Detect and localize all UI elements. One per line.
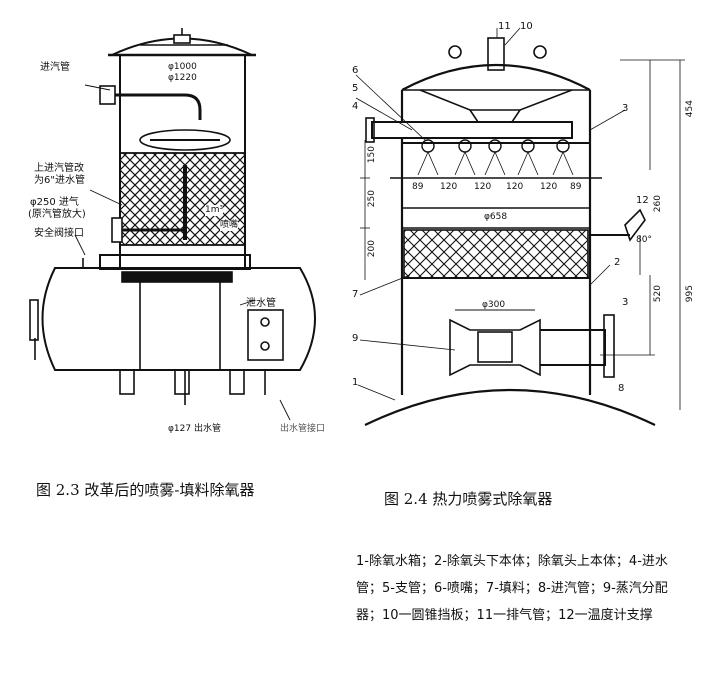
fig24-caption: 图 2.4 热力喷雾式除氧器	[384, 490, 553, 508]
fig24-num-3b: 3	[622, 297, 629, 308]
fig24-legend: 1-除氧水箱；2-除氧头下本体；除氧头上本体；4-进水管；5-支管；6-喷嘴；7…	[356, 554, 668, 623]
fig23-label-1m3: 1m³	[205, 205, 224, 216]
fig24-dim-995: 995	[685, 285, 695, 303]
fig24-dim-120d: 120	[540, 182, 558, 192]
fig24-drawing	[355, 27, 685, 426]
fig23-tank	[41, 267, 316, 371]
fig24-num-11: 11	[498, 21, 511, 32]
fig23-label-steam-inlet: 进汽管	[40, 62, 70, 73]
fig24-num-5: 5	[352, 83, 359, 94]
fig24-dim-89b: 89	[570, 182, 582, 192]
fig24-packing	[403, 229, 589, 279]
fig24-tank	[364, 388, 656, 426]
fig24-num-6: 6	[352, 65, 359, 76]
fig23-label-d250b: (原汽管放大)	[28, 209, 86, 220]
fig24-dim-d300: φ300	[482, 300, 506, 310]
fig24-num-2: 2	[614, 257, 621, 268]
fig24-dim-d658: φ658	[484, 212, 508, 222]
fig24-dim-260: 260	[653, 195, 663, 213]
fig23-label-nozzle: 喷嘴	[220, 220, 239, 231]
fig24-dim-250: 250	[367, 190, 377, 208]
fig24-num-8: 8	[618, 383, 625, 394]
fig24-dim-520: 520	[653, 285, 663, 303]
fig24-dim-200: 200	[367, 240, 377, 258]
fig24-num-7: 7	[352, 289, 359, 300]
fig23-label-safety: 安全阀接口	[34, 228, 84, 239]
fig24-dim-89a: 89	[412, 182, 424, 192]
fig24-num-9: 9	[352, 333, 359, 344]
fig24-num-4: 4	[352, 101, 359, 112]
fig23-label-drain: 泄水管	[246, 298, 276, 309]
fig23-label-d250: φ250 进气	[30, 197, 79, 208]
fig24-dim-150: 150	[367, 146, 377, 164]
fig24-dim-120a: 120	[440, 182, 458, 192]
fig23-label-upper-steam: 上进汽管改	[34, 163, 84, 174]
fig24-num-12: 12	[636, 195, 649, 206]
fig24-dim-a80: 80°	[636, 235, 652, 245]
fig23-label-d1000: φ1000	[168, 62, 197, 72]
fig23-caption: 图 2.3 改革后的喷雾-填料除氧器	[36, 481, 255, 499]
fig24-dim-120b: 120	[474, 182, 492, 192]
fig24-dim-454: 454	[685, 100, 695, 118]
fig23-drawing	[29, 28, 316, 421]
fig23-label-outlet: φ127 出水管	[168, 424, 221, 434]
fig24-num-10: 10	[520, 21, 533, 32]
fig24-num-3a: 3	[622, 103, 629, 114]
fig24-dim-120c: 120	[506, 182, 524, 192]
fig24-num-1: 1	[352, 377, 359, 388]
fig23-label-d1220: φ1220	[168, 73, 197, 83]
fig23-label-outlet2: 出水管接口	[280, 424, 326, 434]
fig23-label-upper-steam2: 为6"进水管	[34, 175, 85, 186]
